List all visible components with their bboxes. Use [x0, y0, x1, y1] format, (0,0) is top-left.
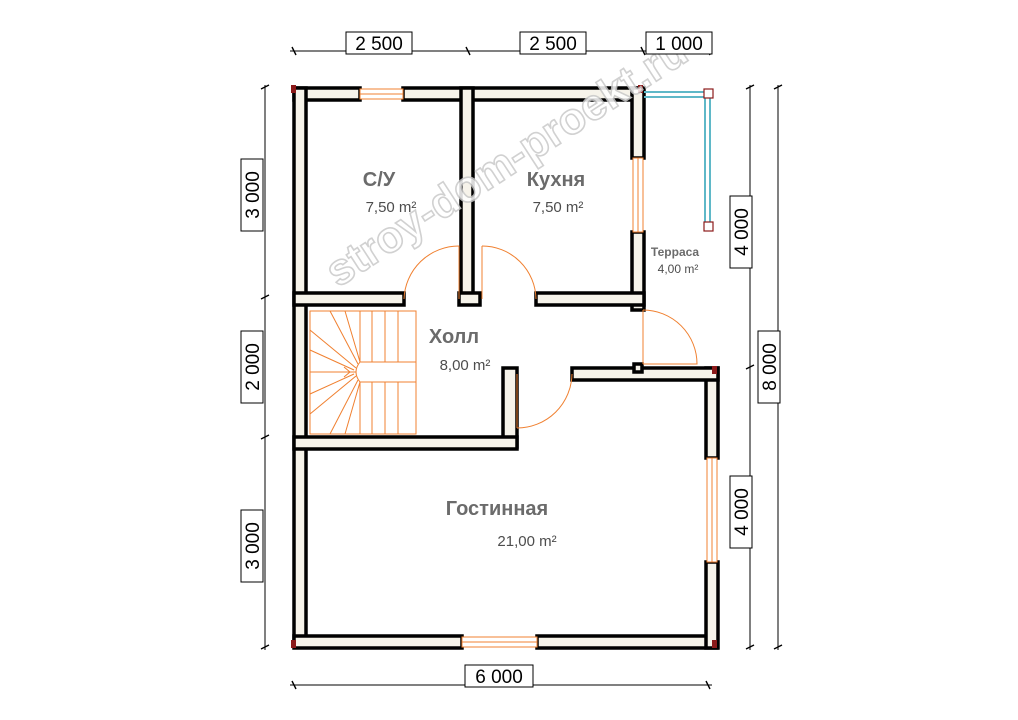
windows: [359, 88, 718, 648]
staircase: [309, 310, 417, 435]
doors: [403, 245, 698, 429]
room-name-hall: Холл: [429, 326, 479, 348]
dim-right-1: 4 000: [732, 208, 753, 256]
room-area-terrace: 4,00 m²: [658, 262, 699, 276]
dim-right-2: 4 000: [732, 488, 753, 536]
room-name-terrace: Терраса: [651, 245, 700, 259]
room-name-living: Гостинная: [446, 498, 548, 520]
dim-right-total: 8 000: [760, 343, 781, 391]
room-area-kitchen: 7,50 m²: [533, 199, 584, 216]
dim-top-2: 2 500: [529, 34, 577, 55]
terrace-railing: [644, 88, 714, 232]
dim-top-3: 1 000: [655, 34, 703, 55]
room-area-hall: 8,00 m²: [440, 357, 491, 374]
room-area-living: 21,00 m²: [497, 533, 556, 550]
room-name-bathroom: С/У: [363, 169, 396, 191]
room-labels: С/У 7,50 m² Кухня 7,50 m² Холл 8,00 m² Г…: [363, 169, 700, 550]
dim-left-1: 3 000: [243, 171, 264, 219]
room-area-bathroom: 7,50 m²: [366, 199, 417, 216]
room-name-kitchen: Кухня: [527, 169, 585, 191]
corner-posts: [291, 85, 717, 648]
dimension-labels: 2 500 2 500 1 000 6 000 3 000 2 000 3 00…: [240, 31, 781, 688]
walls: [292, 86, 720, 650]
dim-bottom: 6 000: [475, 667, 523, 688]
dim-left-3: 3 000: [243, 522, 264, 570]
dim-left-2: 2 000: [243, 343, 264, 391]
dim-top-1: 2 500: [355, 34, 403, 55]
